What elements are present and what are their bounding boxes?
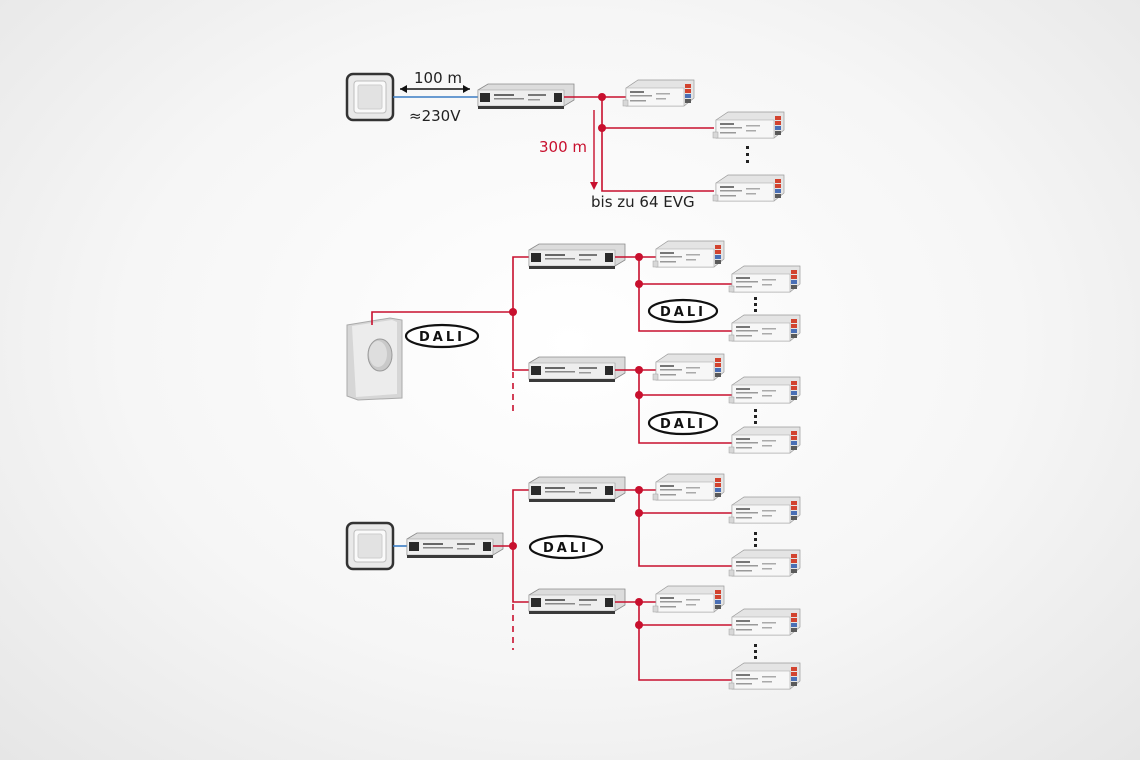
- pushbutton-switch-1: [345, 72, 395, 122]
- ballast-2a: [652, 240, 725, 268]
- dali-controller-3: [406, 532, 504, 559]
- ballast-2e: [728, 376, 801, 404]
- dali-logo-2c: DALI: [647, 410, 719, 436]
- max-ballasts-label: bis zu 64 EVG: [591, 193, 695, 211]
- ellipsis-1: [746, 146, 749, 163]
- dali-controller-2a: [528, 243, 626, 270]
- dali-controller-3a: [528, 476, 626, 503]
- ballast-3a: [652, 473, 725, 501]
- distance-label-top: 100 m: [414, 69, 462, 87]
- voltage-label: ≈230V: [409, 107, 461, 125]
- rotary-dimmer: [346, 317, 403, 401]
- ballast-2f: [728, 426, 801, 454]
- dali-bus-2: [371, 256, 530, 325]
- ballast-3f: [728, 662, 801, 690]
- ellipsis-3b: [754, 644, 757, 659]
- dali-logo-2b: DALI: [647, 298, 719, 324]
- ballast-3e: [728, 608, 801, 636]
- svg-text:DALI: DALI: [660, 417, 706, 432]
- ellipsis-3a: [754, 532, 757, 547]
- ballast-3c: [728, 549, 801, 577]
- ballast-2b: [728, 265, 801, 293]
- ballast-3d: [652, 585, 725, 613]
- section-1: 100 m ≈230V 300 m bis zu 64 EVG: [345, 69, 785, 211]
- dali-logo-2a: DALI: [404, 323, 480, 349]
- svg-text:DALI: DALI: [543, 541, 589, 556]
- svg-text:DALI: DALI: [660, 305, 706, 320]
- pushbutton-switch-3: [345, 521, 395, 571]
- dali-controller-3b: [528, 588, 626, 615]
- dali-bus-3: [493, 489, 530, 547]
- ballast-2c: [728, 314, 801, 342]
- dali-logo-text: DALI: [419, 330, 465, 345]
- ballast-1b: [712, 111, 785, 139]
- ellipsis-2a: [754, 297, 757, 312]
- dali-controller-1: [477, 83, 575, 110]
- ballast-2d: [652, 353, 725, 381]
- ellipsis-2b: [754, 409, 757, 424]
- section-2: DALI DALI DALI: [346, 240, 801, 454]
- distance-label-red: 300 m: [539, 138, 587, 156]
- dali-bus-1: [564, 96, 714, 192]
- dali-controller-2b: [528, 356, 626, 383]
- dali-logo-3: DALI: [528, 534, 604, 560]
- ballast-1c: [712, 174, 785, 202]
- ballast-3b: [728, 496, 801, 524]
- ballast-1a: [622, 79, 695, 107]
- section-3: DALI: [345, 473, 801, 690]
